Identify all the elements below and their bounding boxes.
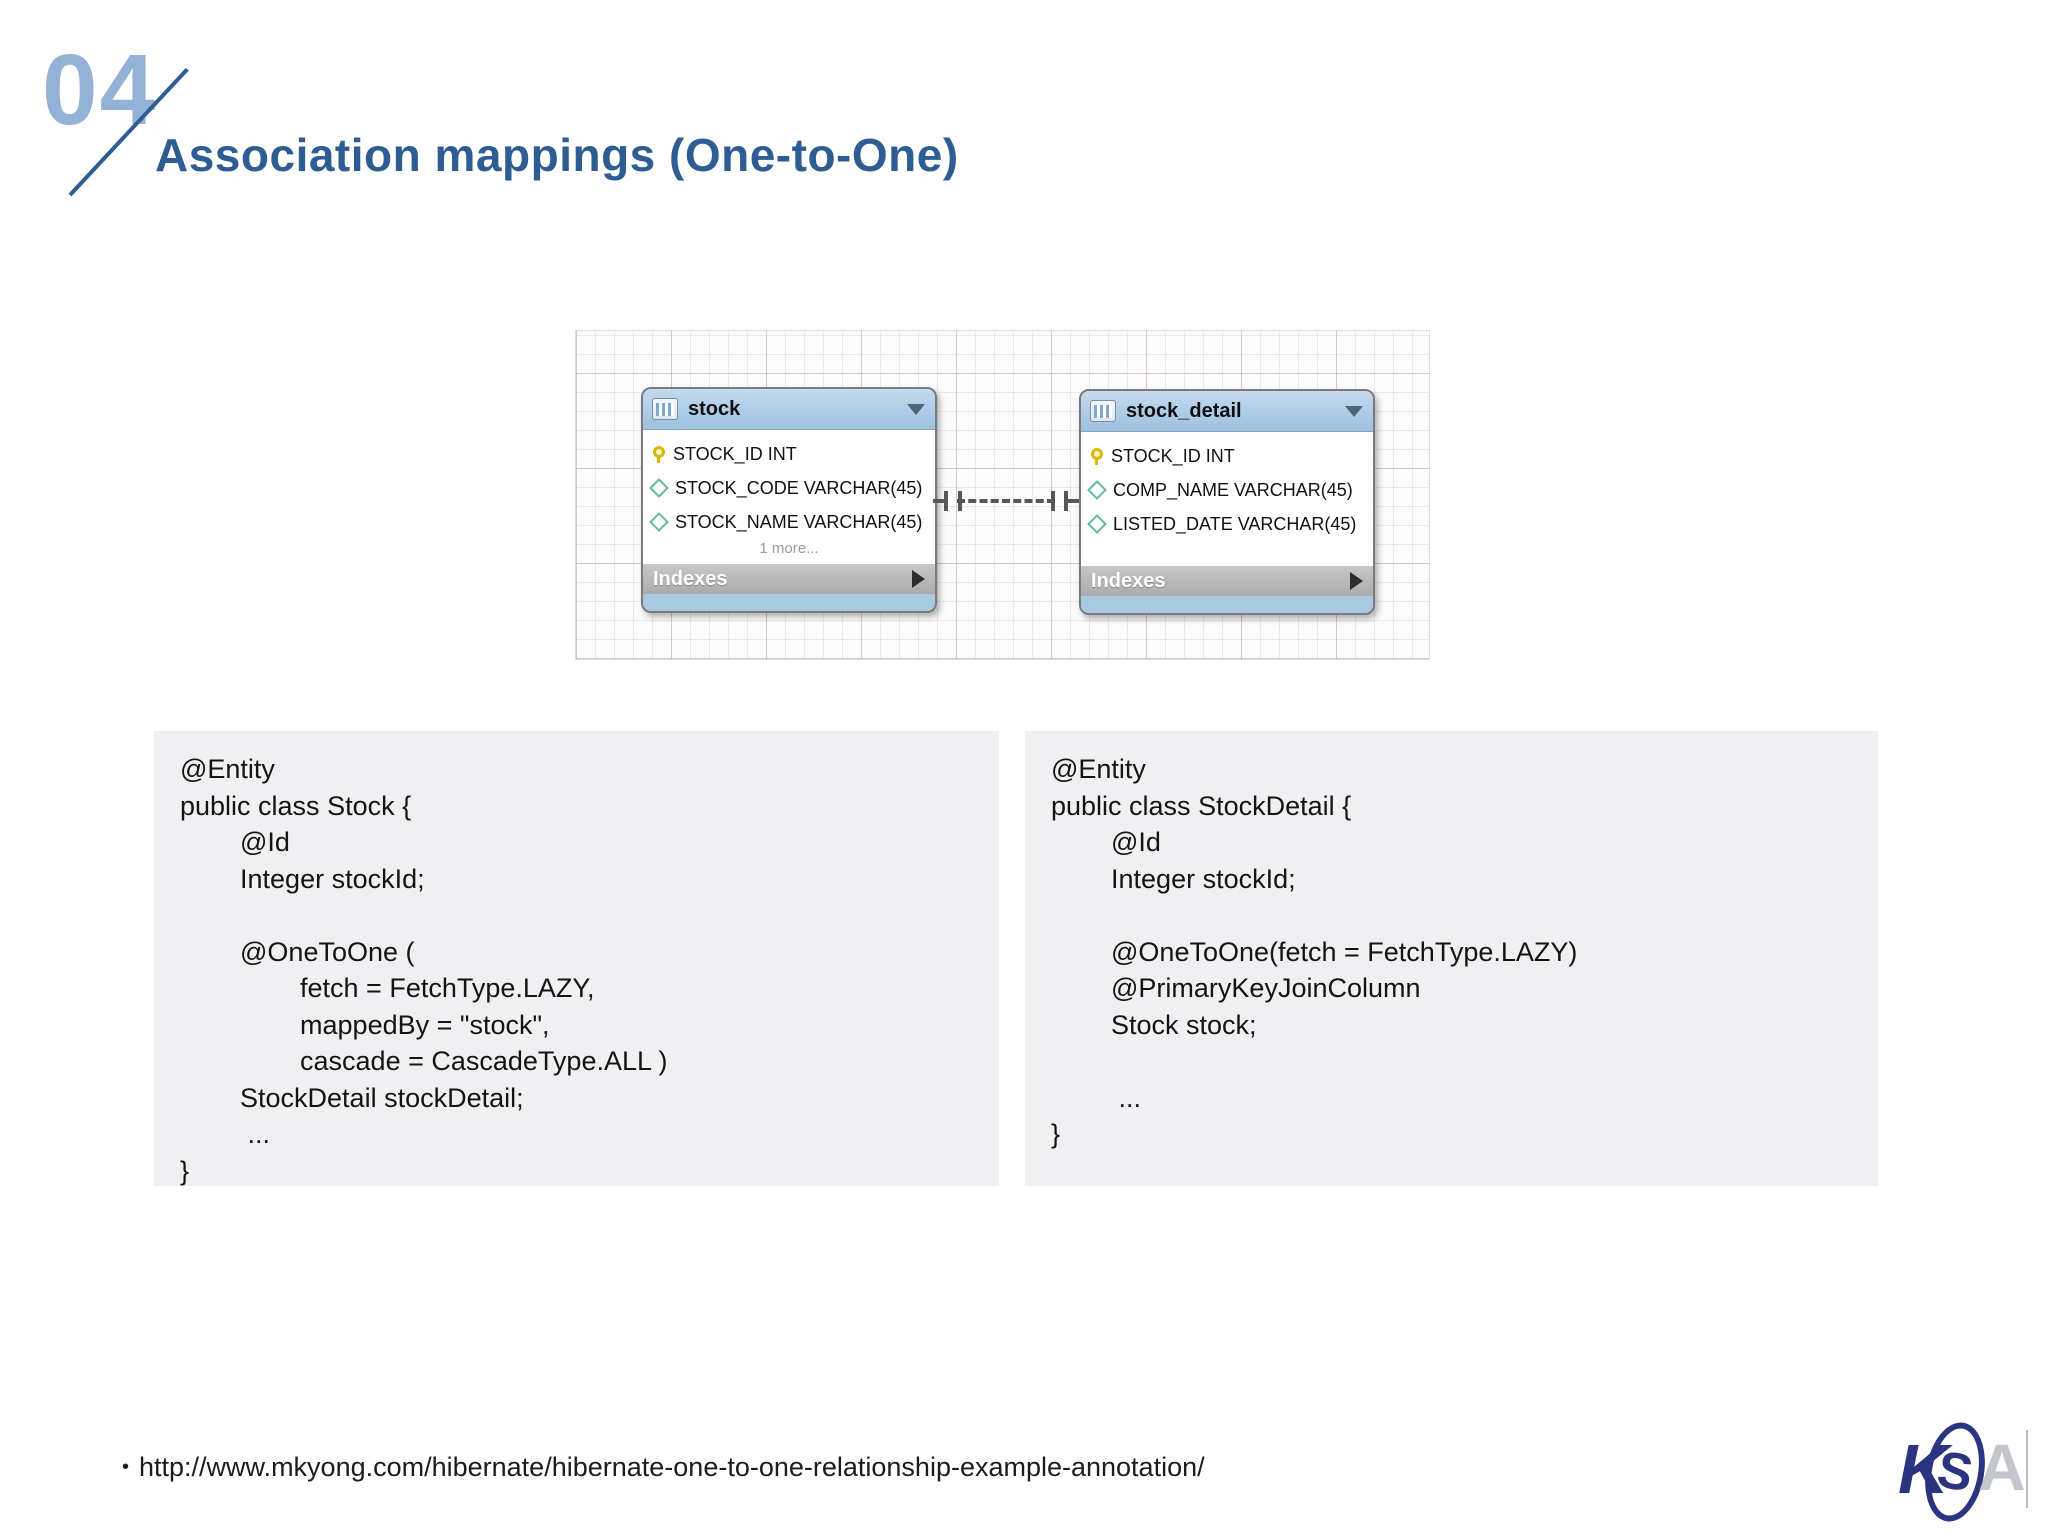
table-row: STOCK_ID INT <box>1081 439 1373 473</box>
table-icon <box>1090 400 1116 422</box>
connector-stub <box>1066 499 1079 503</box>
logo-letter-k: K <box>1898 1430 1949 1508</box>
indexes-bar: Indexes <box>643 564 935 594</box>
table-row: STOCK_CODE VARCHAR(45) <box>643 471 935 505</box>
erd-table-stock-detail: stock_detail STOCK_ID INT COMP_NAME VARC… <box>1079 389 1375 615</box>
bullet-point: • <box>122 1456 130 1478</box>
indexes-label: Indexes <box>653 567 728 590</box>
table-header: stock <box>643 389 935 430</box>
column-diamond-icon <box>649 478 669 498</box>
column-label: LISTED_DATE VARCHAR(45) <box>1113 513 1357 534</box>
indexes-label: Indexes <box>1091 569 1166 592</box>
table-columns: STOCK_ID INT STOCK_CODE VARCHAR(45) STOC… <box>643 430 935 564</box>
column-label: STOCK_ID INT <box>673 443 797 464</box>
column-label: STOCK_CODE VARCHAR(45) <box>675 477 923 498</box>
erd-table-stock: stock STOCK_ID INT STOCK_CODE VARCHAR(45… <box>641 387 937 613</box>
chevron-right-icon <box>912 570 925 588</box>
code-panel-stock-detail: @Entity public class StockDetail { @Id I… <box>1025 731 1878 1186</box>
connector-dashed-line <box>957 499 1055 503</box>
mandatory-one-tick <box>1051 491 1055 511</box>
table-columns: STOCK_ID INT COMP_NAME VARCHAR(45) LISTE… <box>1081 432 1373 566</box>
indexes-bar: Indexes <box>1081 566 1373 596</box>
mandatory-one-tick <box>1064 491 1068 511</box>
chevron-right-icon <box>1350 572 1363 590</box>
java-code-stock: @Entity public class Stock { @Id Integer… <box>180 754 668 1186</box>
table-icon <box>652 398 678 420</box>
table-row: LISTED_DATE VARCHAR(45) <box>1081 507 1373 541</box>
one-to-one-connector <box>933 487 1079 515</box>
column-diamond-icon <box>649 512 669 532</box>
column-label: STOCK_NAME VARCHAR(45) <box>675 511 923 532</box>
reference-link[interactable]: http://www.mkyong.com/hibernate/hibernat… <box>139 1452 1205 1482</box>
chevron-down-icon <box>1345 405 1363 417</box>
java-code-stock-detail: @Entity public class StockDetail { @Id I… <box>1051 754 1578 1149</box>
table-name: stock_detail <box>1126 399 1242 422</box>
chevron-down-icon <box>907 403 925 415</box>
column-label: STOCK_ID INT <box>1111 445 1235 466</box>
page-title: Association mappings (One-to-One) <box>155 129 959 181</box>
erd-diagram: stock STOCK_ID INT STOCK_CODE VARCHAR(45… <box>575 330 1430 660</box>
column-label: COMP_NAME VARCHAR(45) <box>1113 479 1353 500</box>
reference-line: • http://www.mkyong.com/hibernate/hibern… <box>122 1452 1205 1483</box>
mandatory-one-tick <box>944 491 948 511</box>
more-columns-label: 1 more... <box>759 540 819 557</box>
column-diamond-icon <box>1087 480 1107 500</box>
code-panel-stock: @Entity public class Stock { @Id Integer… <box>154 731 999 1186</box>
column-diamond-icon <box>1087 514 1107 534</box>
table-row: STOCK_ID INT <box>643 437 935 471</box>
table-footer-strip <box>1081 596 1373 613</box>
table-name: stock <box>688 397 741 420</box>
logo-divider-line <box>2026 1430 2028 1508</box>
table-row: STOCK_NAME VARCHAR(45) <box>643 505 935 539</box>
ksa-logo: K S A <box>1898 1417 2028 1527</box>
slide-number: 04 <box>42 34 158 146</box>
primary-key-icon <box>651 445 665 463</box>
table-row: COMP_NAME VARCHAR(45) <box>1081 473 1373 507</box>
table-header: stock_detail <box>1081 391 1373 432</box>
table-footer-strip <box>643 594 935 611</box>
connector-stub <box>933 499 946 503</box>
primary-key-icon <box>1089 447 1103 465</box>
logo-letter-a: A <box>1978 1430 2026 1504</box>
logo-letter-s: S <box>1932 1440 1978 1504</box>
mandatory-one-tick <box>958 491 962 511</box>
